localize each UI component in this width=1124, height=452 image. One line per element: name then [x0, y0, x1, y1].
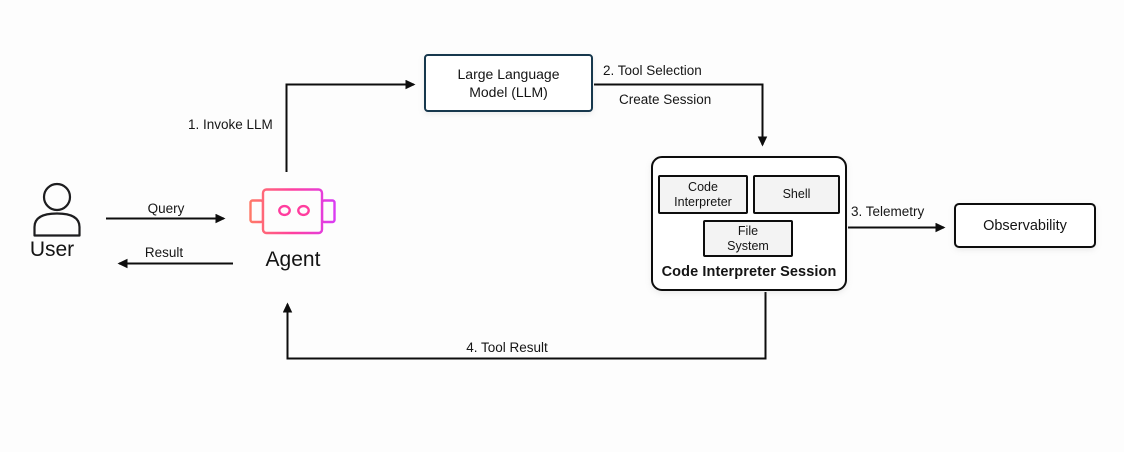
llm-label-line1: Large Language — [457, 66, 560, 82]
observability-node: Observability — [954, 203, 1096, 248]
connector-invoke-llm — [285, 79, 416, 172]
llm-label-line2: Model (LLM) — [469, 84, 548, 100]
edge-label-result: Result — [144, 245, 184, 260]
observability-label: Observability — [983, 217, 1067, 234]
edge-label-invoke-llm: 1. Invoke LLM — [188, 117, 273, 132]
edge-label-tool-result: 4. Tool Result — [466, 340, 548, 355]
connector-tool-selection — [594, 83, 768, 147]
user-label: User — [29, 238, 75, 261]
shell-label: Shell — [782, 187, 811, 201]
code-interpreter-session-node: Code Interpreter Shell File System Code … — [651, 156, 847, 291]
edge-label-create-session: Create Session — [619, 92, 712, 107]
edge-label-tool-selection: 2. Tool Selection — [603, 63, 702, 78]
edge-label-query: Query — [147, 201, 185, 216]
llm-node: Large Language Model (LLM) — [424, 54, 593, 112]
user-icon — [33, 182, 81, 237]
agent-label: Agent — [265, 248, 321, 271]
edge-label-telemetry: 3. Telemetry — [851, 204, 925, 219]
shell-node: Shell — [753, 175, 840, 214]
agent-robot-icon — [249, 188, 336, 235]
file-system-label-line2: System — [727, 238, 769, 253]
code-interpreter-node: Code Interpreter — [658, 175, 748, 214]
code-interpreter-label-line1: Code — [688, 179, 718, 194]
session-label: Code Interpreter Session — [661, 264, 837, 280]
file-system-node: File System — [703, 220, 793, 257]
connector-tool-result — [282, 292, 767, 360]
file-system-label-line1: File — [737, 223, 759, 238]
code-interpreter-label-line2: Interpreter — [674, 194, 732, 209]
